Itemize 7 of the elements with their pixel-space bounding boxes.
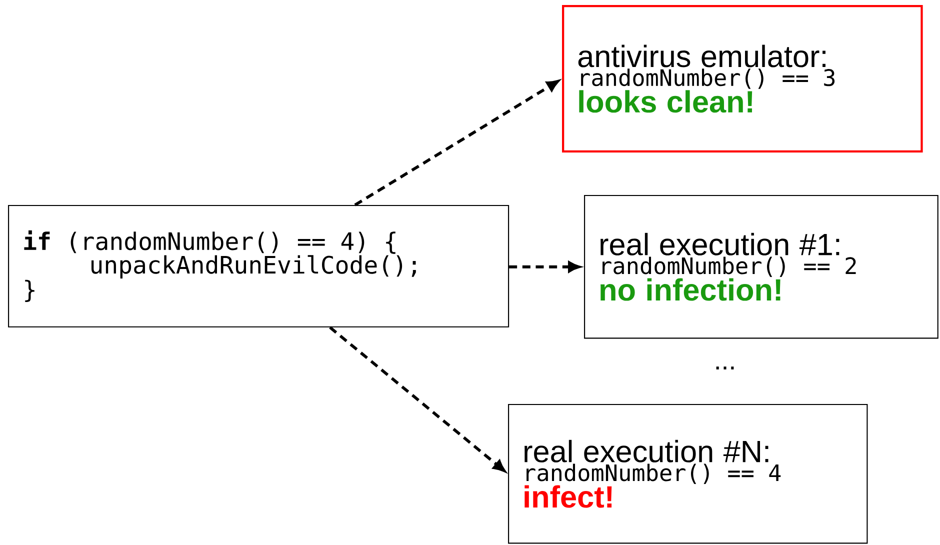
arrow xyxy=(354,80,559,206)
code-box: if (randomNumber() == 4) { unpackAndRunEvilCode(); } xyxy=(8,205,510,328)
result-box: real execution #N: randomNumber() == 4 infect! xyxy=(508,404,868,544)
ellipsis-label: ... xyxy=(716,366,734,370)
result-box: real execution #1: randomNumber() == 2 no infection! xyxy=(584,195,938,339)
result-box: antivirus emulator: randomNumber() == 3 looks clean! xyxy=(562,5,923,152)
arrow xyxy=(329,326,506,472)
